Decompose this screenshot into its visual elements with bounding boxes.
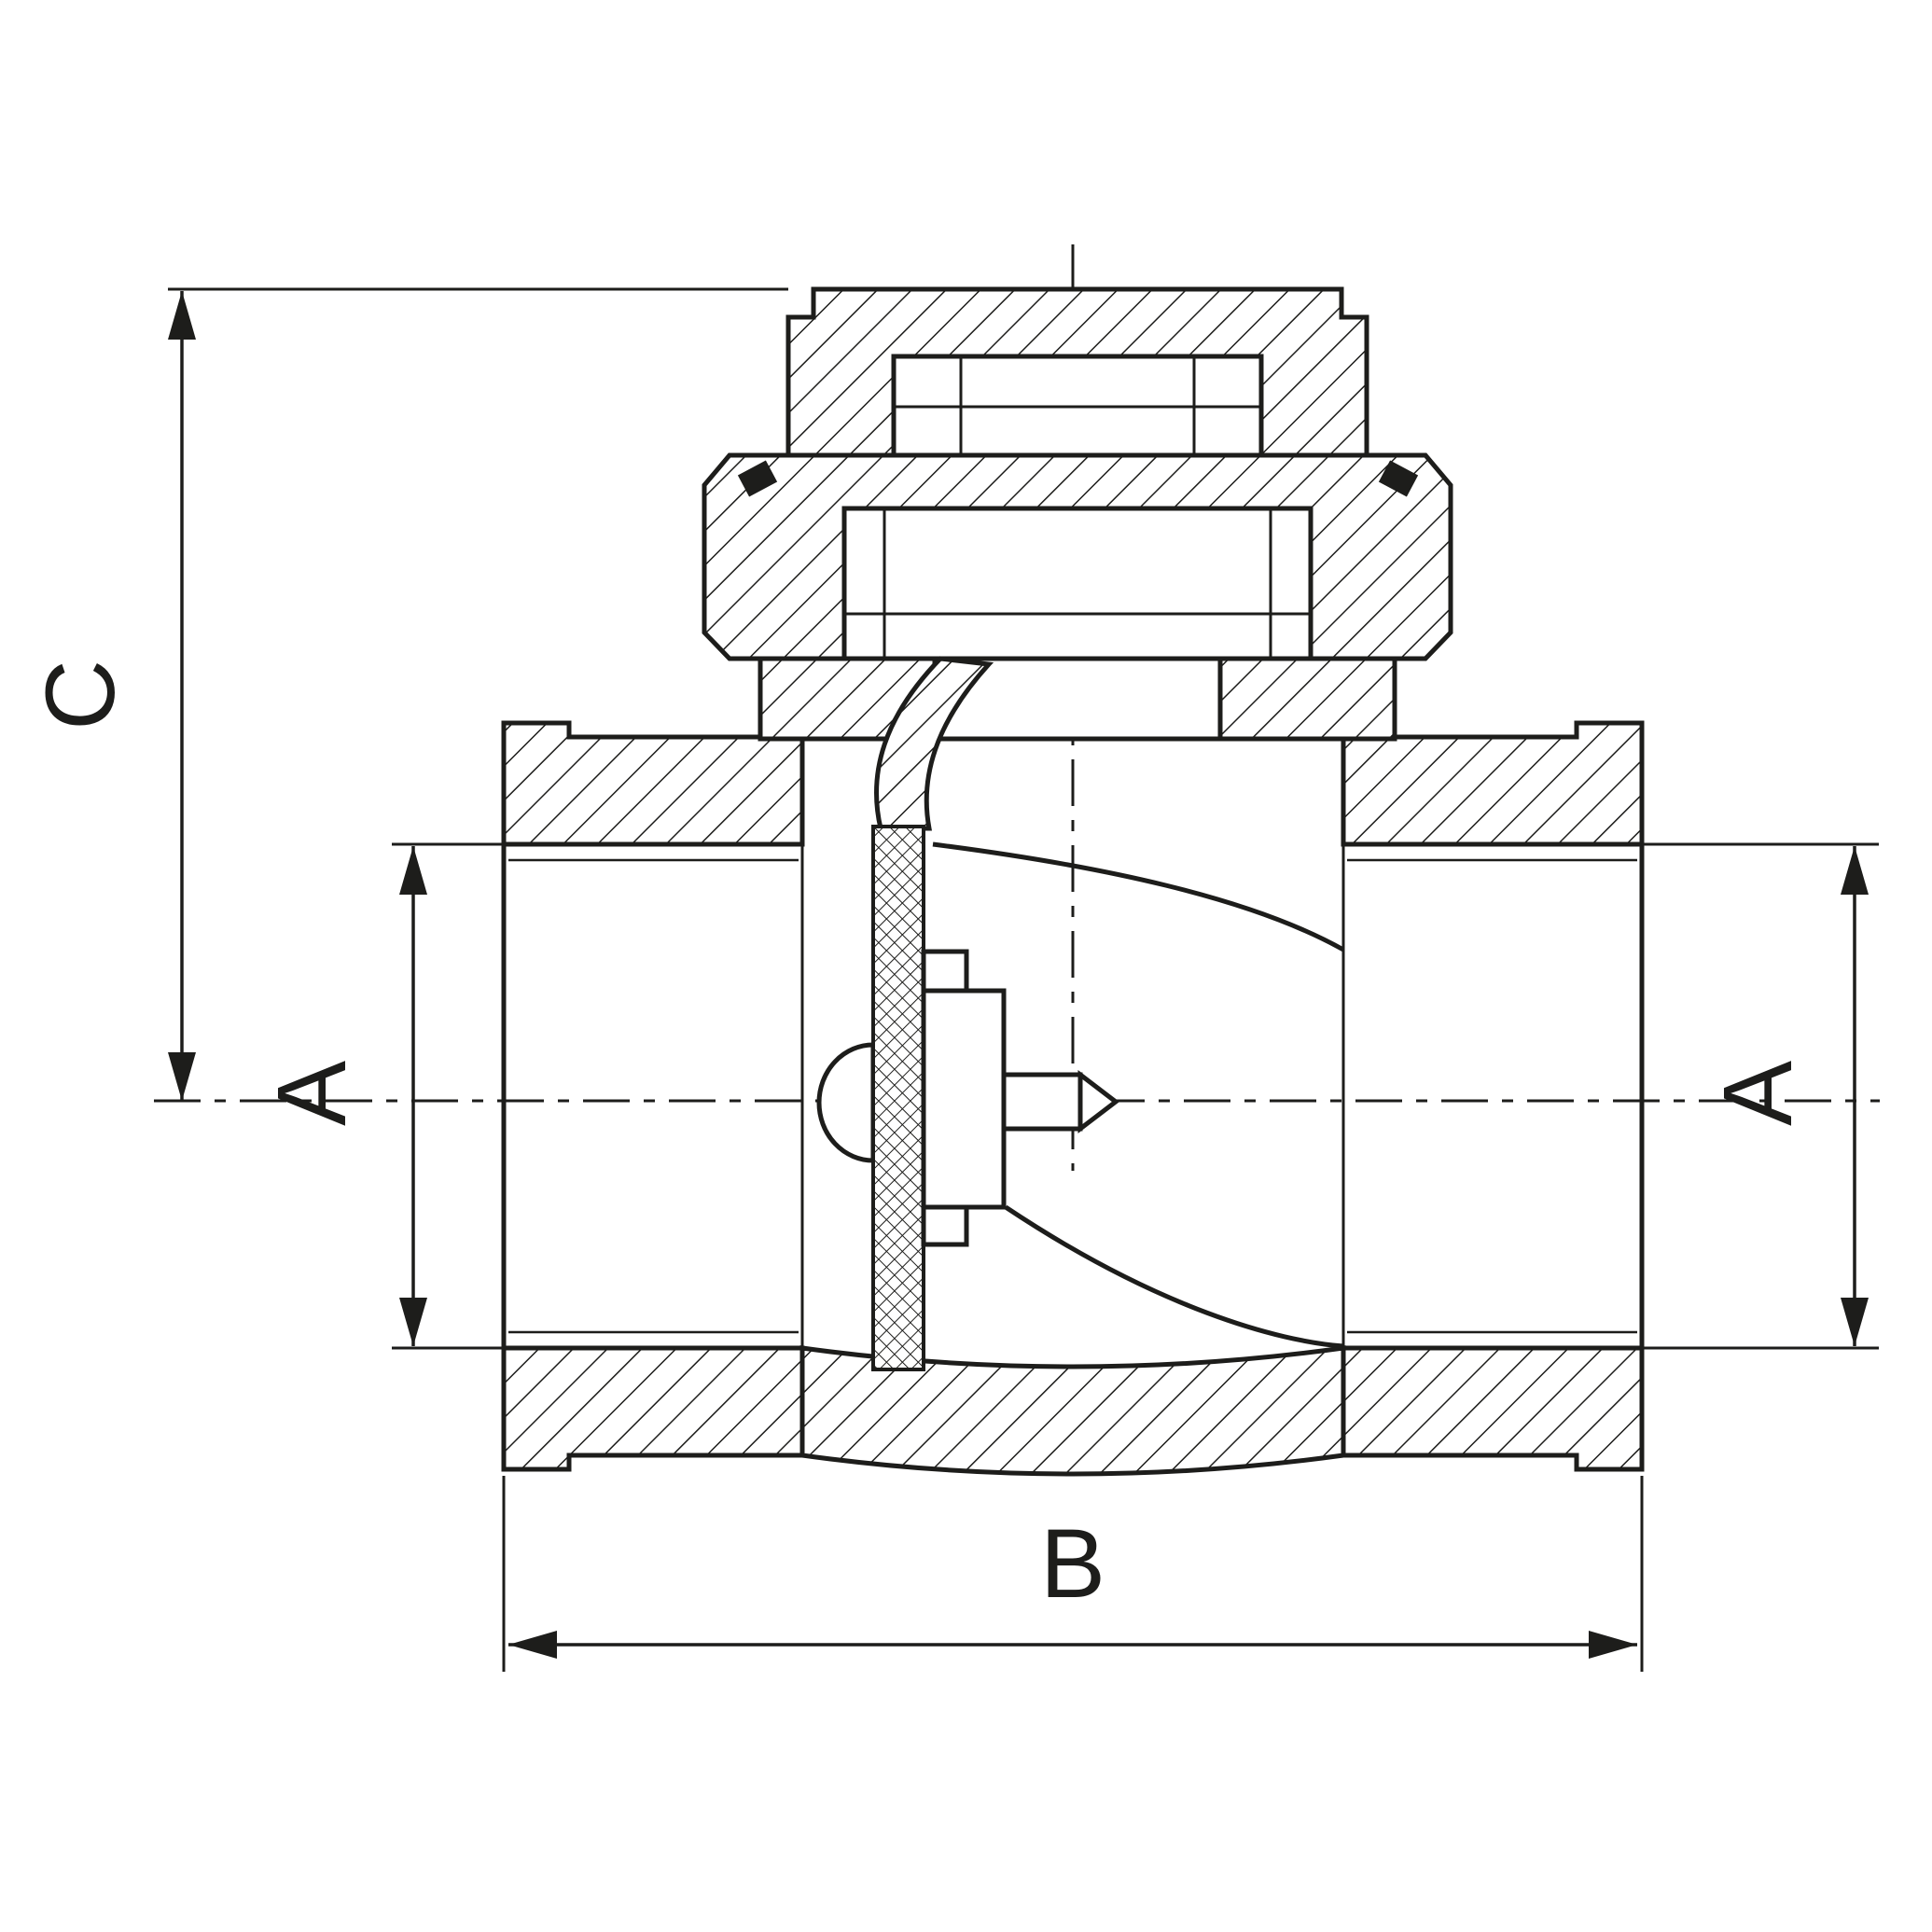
dim-a-right-arrow-down [1841,1298,1869,1346]
rubber-disc [871,825,925,1371]
valve-body [501,720,1645,1477]
dimension-a-left: A [257,842,508,1350]
dim-c-label: C [26,660,135,730]
dimension-a-right: A [1640,842,1879,1350]
top-cap-inner-window [891,354,1264,465]
dimension-c: C [26,287,788,1101]
swing-disc-assembly [816,656,1120,1371]
disc-backing-plate [921,988,1007,1210]
dim-c-arrow-up [168,291,196,340]
bonnet-top-cap [785,286,1369,465]
dim-a-left-label: A [257,1061,367,1126]
bonnet-flange [758,656,1397,742]
dim-a-left-arrow-up [399,846,427,895]
o-ring-left [737,460,778,497]
body-right-port [1341,720,1645,1472]
hinge-pin-head [816,1042,876,1163]
right-port-bottom-wall [1341,1345,1645,1472]
left-port-top-wall [501,720,805,847]
dimension-b: B [502,1476,1644,1672]
union-nut [702,452,1453,661]
body-left-port [501,720,805,1472]
dim-b-arrow-right [1589,1631,1637,1659]
hinge-arm [874,656,994,831]
seat-passage-upper-curve [932,841,1345,952]
seat-passage-lower-curve [1004,1204,1344,1349]
o-ring-right [1378,460,1419,497]
dim-b-label: B [1040,1509,1105,1619]
left-port-bottom-wall [501,1345,805,1472]
dim-b-arrow-left [508,1631,557,1659]
disc-bolt-tip [1077,1069,1120,1134]
dim-a-right-label: A [1703,1061,1813,1126]
dim-c-arrow-down [168,1052,196,1101]
bonnet-assembly [702,286,1453,742]
disc-bolt-shank [1001,1072,1083,1132]
union-nut-inner-window [841,506,1313,661]
dim-a-right-arrow-up [1841,846,1869,895]
body-bottom-shell [799,1345,1346,1477]
disc-plate-top-tab [921,949,969,994]
disc-plate-bottom-tab [921,1204,969,1247]
dim-a-left-arrow-down [399,1298,427,1346]
